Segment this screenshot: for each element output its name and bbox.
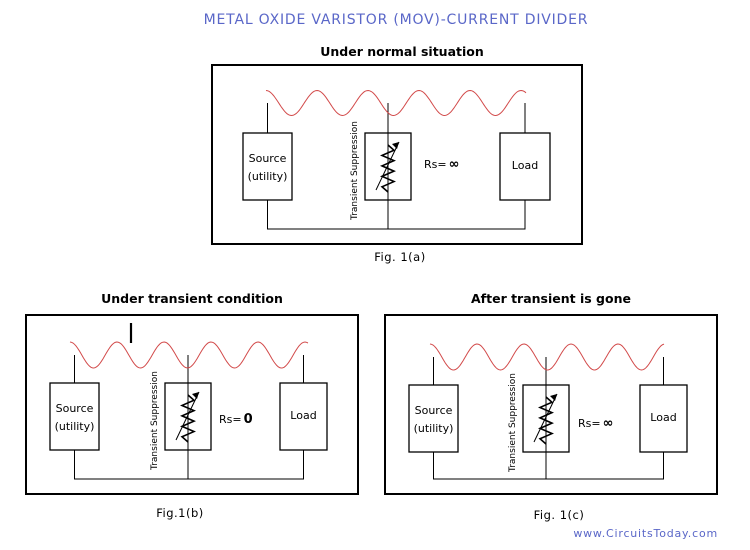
figure-heading: Under transient condition [101,291,283,306]
suppressor-label: Transient Suppression [508,373,518,473]
ac-waveform [69,341,309,369]
page-title: METAL OXIDE VARISTOR (MOV)-CURRENT DIVID… [204,12,589,28]
rs-label: Rs=∞ [424,157,459,172]
varistor-resistor [179,394,197,443]
source-sub-label: (utility) [248,170,288,183]
load-label: Load [512,159,538,172]
figure-heading: Under normal situation [320,44,484,59]
varistor-resistor [379,144,397,193]
bottom-wire [267,200,526,230]
credit-text: www.CircuitsToday.com [573,527,718,540]
variable-arrow-shaft [533,393,558,443]
suppressor-label: Transient Suppression [350,121,360,221]
rs-label: Rs=0 [219,412,253,427]
load-label: Load [290,409,316,422]
ac-waveform [429,343,665,371]
load-label: Load [650,411,676,424]
load-box [639,384,688,453]
figure-caption: Fig. 1(a) [374,250,425,264]
bottom-wire [74,450,304,480]
suppressor-label: Transient Suppression [150,371,160,471]
figure-frame [25,314,359,495]
source-label: Source [415,404,453,417]
source-box [408,384,459,453]
source-sub-label: (utility) [414,422,454,435]
figure-frame [384,314,718,495]
source-label: Source [56,402,94,415]
source-box [242,132,293,201]
ac-waveform [265,89,527,117]
figure-heading: After transient is gone [471,291,631,306]
variable-arrow-shaft [175,391,200,441]
load-box [279,382,328,451]
source-box [49,382,100,451]
variable-arrow-head [192,392,199,399]
variable-arrow-head [550,394,557,401]
load-box [499,132,551,201]
variable-arrow-head [392,142,399,149]
varistor-resistor [537,396,555,445]
figure-caption: Fig.1(b) [156,506,204,520]
rs-label: Rs=∞ [578,416,613,431]
source-label: Source [249,152,287,165]
figure-frame [211,64,583,245]
source-sub-label: (utility) [55,420,95,433]
figure-caption: Fig. 1(c) [534,508,585,522]
bottom-wire [433,452,664,480]
variable-arrow-shaft [375,141,400,191]
